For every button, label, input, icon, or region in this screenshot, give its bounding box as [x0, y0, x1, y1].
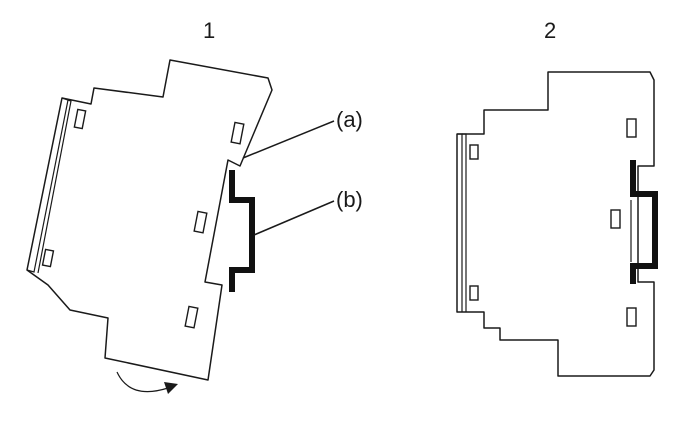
module-mounted-slot-top-left — [469, 144, 479, 160]
module-tilted — [26, 59, 273, 381]
module-mounted-slot-top-right — [626, 118, 637, 138]
module-tilted-front-face-inner — [37, 99, 72, 274]
module-tilted-slot-top-left — [73, 108, 87, 130]
module-mounted — [456, 71, 655, 377]
step-label-1: 1 — [203, 18, 216, 43]
module-mounted-slot-middle-right — [610, 209, 621, 229]
module-tilted-housing — [26, 59, 273, 381]
module-mounted-housing — [456, 71, 655, 377]
module-tilted-front-face — [26, 97, 69, 273]
din-rail-profile-step-2 — [630, 160, 658, 284]
module-tilted-slot-middle-right — [193, 210, 208, 234]
module-tilted-slot-top-right — [230, 121, 245, 145]
callout-b-leader — [253, 200, 335, 236]
callout-label-a: (a) — [336, 107, 363, 132]
callout-a-leader — [242, 120, 335, 159]
module-mounted-slot-bottom-left — [469, 285, 479, 301]
din-rail-profile-step-1 — [229, 170, 255, 292]
module-mounted-slot-bottom-right — [626, 307, 637, 327]
module-tilted-slot-bottom-right — [184, 305, 199, 329]
callout-label-b: (b) — [336, 187, 363, 212]
module-tilted-slot-bottom-left — [41, 248, 55, 268]
step-label-2: 2 — [544, 18, 557, 43]
rotate-arrow-icon — [116, 371, 178, 394]
module-mounted-front-face-inner — [462, 133, 467, 312]
